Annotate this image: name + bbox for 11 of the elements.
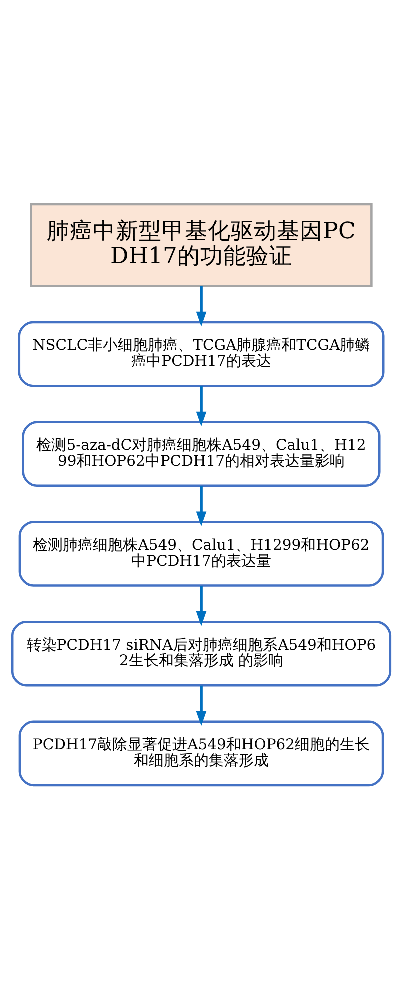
arrow — [196, 586, 207, 626]
arrow — [196, 486, 207, 526]
node-box: 肺癌中新型甲基化驱动基因PCDH17的功能验证 — [30, 202, 373, 287]
arrow — [196, 386, 207, 426]
node-box: NSCLC非小细胞肺癌、TCGA肺腺癌和TCGA肺鳞癌中PCDH17的表达 — [18, 320, 385, 387]
node-box: 检测肺癌细胞株A549、Calu1、H1299和HOP62中PCDH17的表达量 — [18, 520, 384, 586]
arrow — [196, 685, 207, 726]
node-box: 转染PCDH17 siRNA后对肺癌细胞系A549和HOP62生长和集落形成 的影响 — [11, 620, 392, 686]
node-box: 检测5-aza-dC对肺癌细胞株A549、Calu1、H1299和HOP62中PCDH17的相对表达量影响 — [22, 420, 381, 487]
arrow — [196, 286, 207, 326]
node-box: PCDH17敲除显著促进A549和HOP62细胞的生长和细胞系的集落形成 — [18, 720, 384, 786]
